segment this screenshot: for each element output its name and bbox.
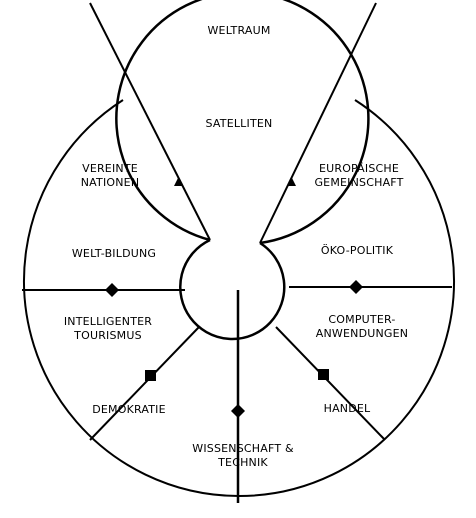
- label-europaeische-gemeinschaft: EUROPÄISCHE GEMEINSCHAFT: [314, 162, 404, 189]
- label-intelligenter-tourismus: INTELLIGENTER TOURISMUS: [63, 315, 153, 342]
- node-welt-bildung: [105, 283, 119, 297]
- node-wissenschaft: [231, 404, 245, 418]
- marker-europaeische-gemeinschaft: [288, 178, 296, 186]
- marker-vereinte-nationen: [174, 178, 182, 186]
- label-wissenschaft-technik: WISSENSCHAFT & TECHNIK: [192, 442, 294, 469]
- node-oeko-politik: [349, 280, 363, 294]
- label-computer-anwendungen: COMPUTER- ANWENDUNGEN: [315, 313, 409, 340]
- wedge-line-right: [259, 2, 377, 244]
- spoke-lower-right: [275, 326, 386, 441]
- label-welt-bildung: WELT-BILDUNG: [71, 247, 157, 260]
- label-demokratie: DEMOKRATIE: [92, 403, 166, 416]
- label-weltraum: WELTRAUM: [207, 24, 271, 37]
- label-handel: HANDEL: [323, 402, 371, 415]
- node-handel: [318, 369, 329, 380]
- label-satelliten: SATELLITEN: [205, 117, 273, 130]
- label-vereinte-nationen: VEREINTE NATIONEN: [80, 162, 140, 189]
- label-oeko-politik: ÖKO-POLITIK: [320, 244, 394, 257]
- middle-ring: [115, 0, 370, 245]
- inner-hub: [179, 238, 286, 341]
- spoke-lower-left: [89, 326, 200, 441]
- wedge-line-left: [89, 2, 211, 241]
- node-demokratie: [145, 370, 156, 381]
